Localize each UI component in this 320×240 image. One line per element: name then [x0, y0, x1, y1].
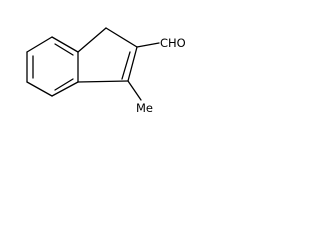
bond-c2ring-c3ring — [127, 46, 138, 82]
aromatic-double-bond-inner-3 — [54, 43, 74, 56]
bond-c4-c5 — [51, 81, 79, 97]
aromatic-double-bond-inner-2 — [54, 78, 74, 91]
bond-c3ring-c5 — [77, 80, 129, 83]
indene-structure-diagram: CHO Me — [26, 27, 186, 115]
bond-ch2-c2ring — [105, 27, 138, 48]
bond-c3-c4 — [26, 81, 53, 97]
methyl-group-label: Me — [136, 101, 153, 115]
bond-c6-ch2 — [77, 27, 107, 53]
bond-to-formyl — [136, 42, 160, 48]
bond-c1-c2 — [26, 36, 53, 53]
bond-c6-c1 — [51, 36, 79, 53]
bond-c3ring-double — [121, 51, 131, 80]
structure-canvas: CHO Me — [0, 0, 225, 135]
formyl-group-label: CHO — [160, 36, 186, 50]
bond-to-methyl — [127, 80, 142, 101]
